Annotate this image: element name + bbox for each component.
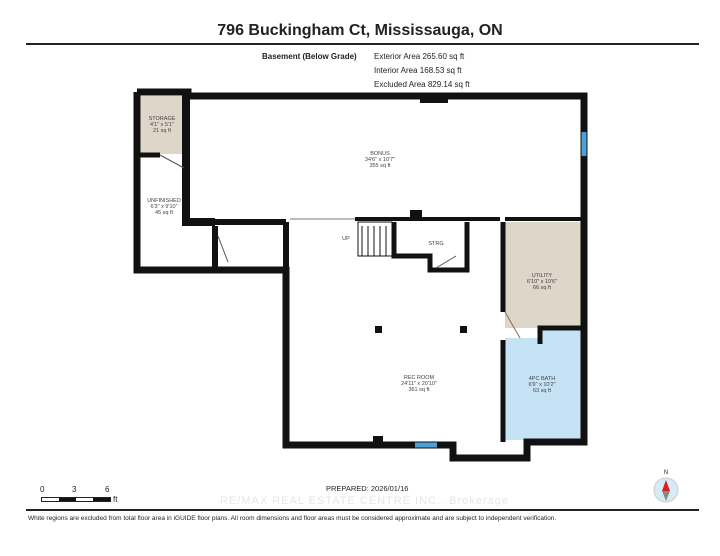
column [373,436,383,444]
svg-text:4'1" x 5'1": 4'1" x 5'1" [150,122,174,128]
exterior-area: Exterior Area 265.60 sq ft [374,52,465,61]
column [375,326,382,333]
disclaimer: White regions are excluded from total fl… [28,515,557,522]
utility-fill [505,222,581,328]
svg-text:UNFINISHED: UNFINISHED [147,198,181,204]
svg-text:45 sq ft: 45 sq ft [155,210,174,216]
svg-text:REC ROOM: REC ROOM [404,375,435,381]
interior-area: Interior Area 168.53 sq ft [374,66,462,75]
strg-label: STRG [428,241,443,247]
exterior-wall [133,88,588,462]
column [460,326,467,333]
svg-text:6'3" x 9'10": 6'3" x 9'10" [150,204,177,210]
page-title: 796 Buckingham Ct, Mississauga, ON [217,22,503,39]
scale-tick: 3 [72,485,77,494]
svg-text:BONUS: BONUS [370,151,390,157]
stairs-up-label: UP [342,236,350,242]
storage-fill [140,96,184,154]
excluded-area: Excluded Area 829.14 sq ft [374,80,470,89]
strg-closet-wall [391,222,470,273]
compass-north-label: N [663,470,669,476]
scale-unit: ft [113,495,118,504]
svg-text:63 sq ft: 63 sq ft [533,388,552,394]
level-name: Basement (Below Grade) [262,52,357,61]
svg-text:34'6" x 10'7": 34'6" x 10'7" [365,157,395,163]
svg-text:6'9" x 10'2": 6'9" x 10'2" [528,382,555,388]
footer-rule [26,509,699,511]
svg-text:361 sq ft: 361 sq ft [408,387,430,393]
bath-fill [505,328,581,440]
svg-text:UTILITY: UTILITY [532,273,553,279]
svg-text:66 sq ft: 66 sq ft [533,285,552,291]
header-rule [26,43,699,45]
svg-text:24'11" x 20'10": 24'11" x 20'10" [401,381,437,387]
door-swing [217,235,229,263]
svg-text:355 sq ft: 355 sq ft [369,163,391,169]
scale-tick: 0 [40,485,45,494]
wall [537,325,584,344]
watermark: RE/MAX REAL ESTATE CENTRE INC., Brokerag… [220,495,509,507]
svg-text:21 sq ft: 21 sq ft [153,128,172,134]
door-swing [435,255,457,269]
door-swing [159,154,185,169]
wall [182,92,215,226]
stairs [357,221,393,257]
compass-icon: N [652,470,680,509]
svg-text:6'10" x 10'6": 6'10" x 10'6" [527,279,557,285]
column [410,210,422,218]
svg-text:4PC BATH: 4PC BATH [529,376,556,382]
column [420,96,448,103]
scale-tick: 6 [105,485,110,494]
svg-text:STORAGE: STORAGE [149,116,176,122]
door-swing [504,311,521,339]
prepared-date: PREPARED: 2026/01/16 [326,484,409,493]
